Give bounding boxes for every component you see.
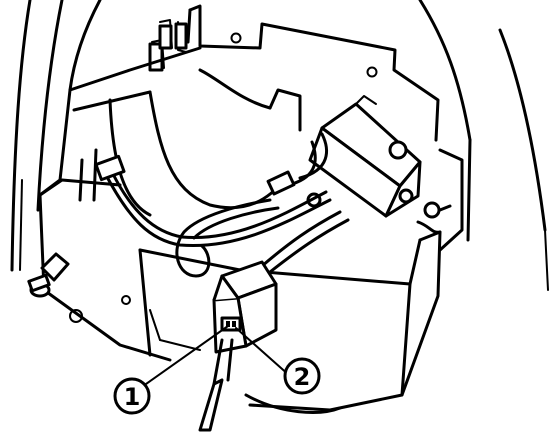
left-bolt <box>27 252 70 298</box>
callout-leaders <box>145 325 291 385</box>
base-hole-icon <box>121 295 131 305</box>
test-probes <box>198 338 234 432</box>
callout-2-label: 2 <box>294 363 311 391</box>
left-frame-panel <box>10 0 102 272</box>
mounting-bolt-icon <box>398 188 414 204</box>
callout-leader-1 <box>145 325 229 385</box>
callout-2: 2 <box>283 357 321 395</box>
callout-1-circle <box>113 377 151 415</box>
callout-1-label: 1 <box>124 383 141 411</box>
right-frame-panel <box>418 0 549 291</box>
right-bolt <box>423 201 452 219</box>
probe-lead-1 <box>198 378 224 432</box>
bolt-head-icon <box>423 201 441 219</box>
base-hole-icon <box>69 309 83 323</box>
coupler-connector <box>212 260 278 354</box>
bracket-hole-icon <box>366 66 378 78</box>
terminal-pin <box>174 22 188 50</box>
callout-leader-2 <box>235 327 291 377</box>
bracket-hole-icon <box>230 32 242 44</box>
mounting-bolt-icon <box>388 140 408 160</box>
callout-2-circle <box>283 357 321 395</box>
housing-lower <box>38 178 442 414</box>
callout-1: 1 <box>113 377 151 415</box>
wiring-harness <box>94 132 442 278</box>
mounting-bracket <box>148 4 440 142</box>
housing-upper <box>68 46 302 217</box>
terminal-pin <box>158 24 173 50</box>
